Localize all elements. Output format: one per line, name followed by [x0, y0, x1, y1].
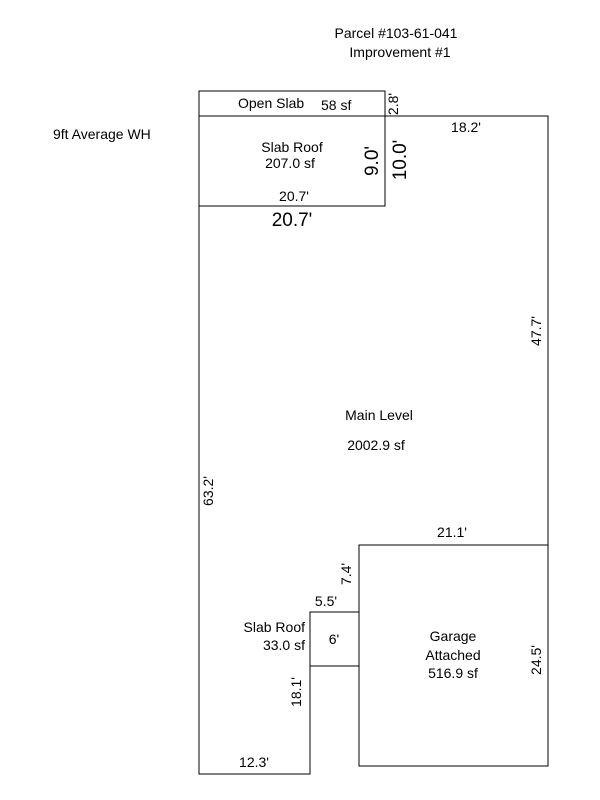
slab-roof-label: Slab Roof: [261, 139, 323, 155]
main-left-dimension: 63.2': [200, 476, 216, 506]
garage-label-attached: Attached: [425, 647, 480, 663]
main-level-outline: [385, 115, 549, 545]
small-slab-side-dimension: 7.4': [338, 563, 354, 585]
main-right-dimension: 47.7': [528, 316, 544, 346]
slab-roof-height: 10.0': [390, 140, 411, 181]
slab-roof-width: 20.7': [279, 188, 309, 204]
parcel-number: Parcel #103-61-041: [335, 25, 458, 41]
slab-roof-area: 207.0 sf: [265, 155, 315, 171]
main-bottom-dimension: 12.3': [239, 754, 269, 770]
garage-right-dimension: 24.5': [528, 645, 544, 675]
garage-top-dimension: 21.1': [437, 524, 467, 540]
garage-area: 516.9 sf: [428, 665, 478, 681]
small-slab-label: Slab Roof: [244, 619, 306, 635]
small-slab-top-dimension: 5.5': [315, 593, 337, 609]
wall-height-note: 9ft Average WH: [53, 126, 151, 142]
slab-roof-outline: [198, 115, 386, 207]
open-slab-area: 58 sf: [321, 97, 351, 113]
small-slab-area: 33.0 sf: [263, 637, 305, 653]
open-slab-depth: 2.8': [385, 93, 401, 115]
small-slab-side-b: 6': [329, 631, 339, 647]
garage-label: Garage: [430, 628, 477, 644]
main-level-label: Main Level: [345, 407, 413, 423]
slab-roof-outer-width: 20.7': [272, 210, 313, 231]
main-level-area: 2002.9 sf: [347, 437, 405, 453]
main-level-outline-lower: [198, 206, 548, 775]
slab-roof-height-alt: 9.0': [362, 146, 383, 176]
garage-outline: [358, 544, 549, 767]
main-top-dimension: 18.2': [451, 119, 481, 135]
improvement-label: Improvement #1: [349, 44, 450, 60]
open-slab-label: Open Slab: [238, 95, 304, 111]
main-inner-left-dimension: 18.1': [288, 677, 304, 707]
